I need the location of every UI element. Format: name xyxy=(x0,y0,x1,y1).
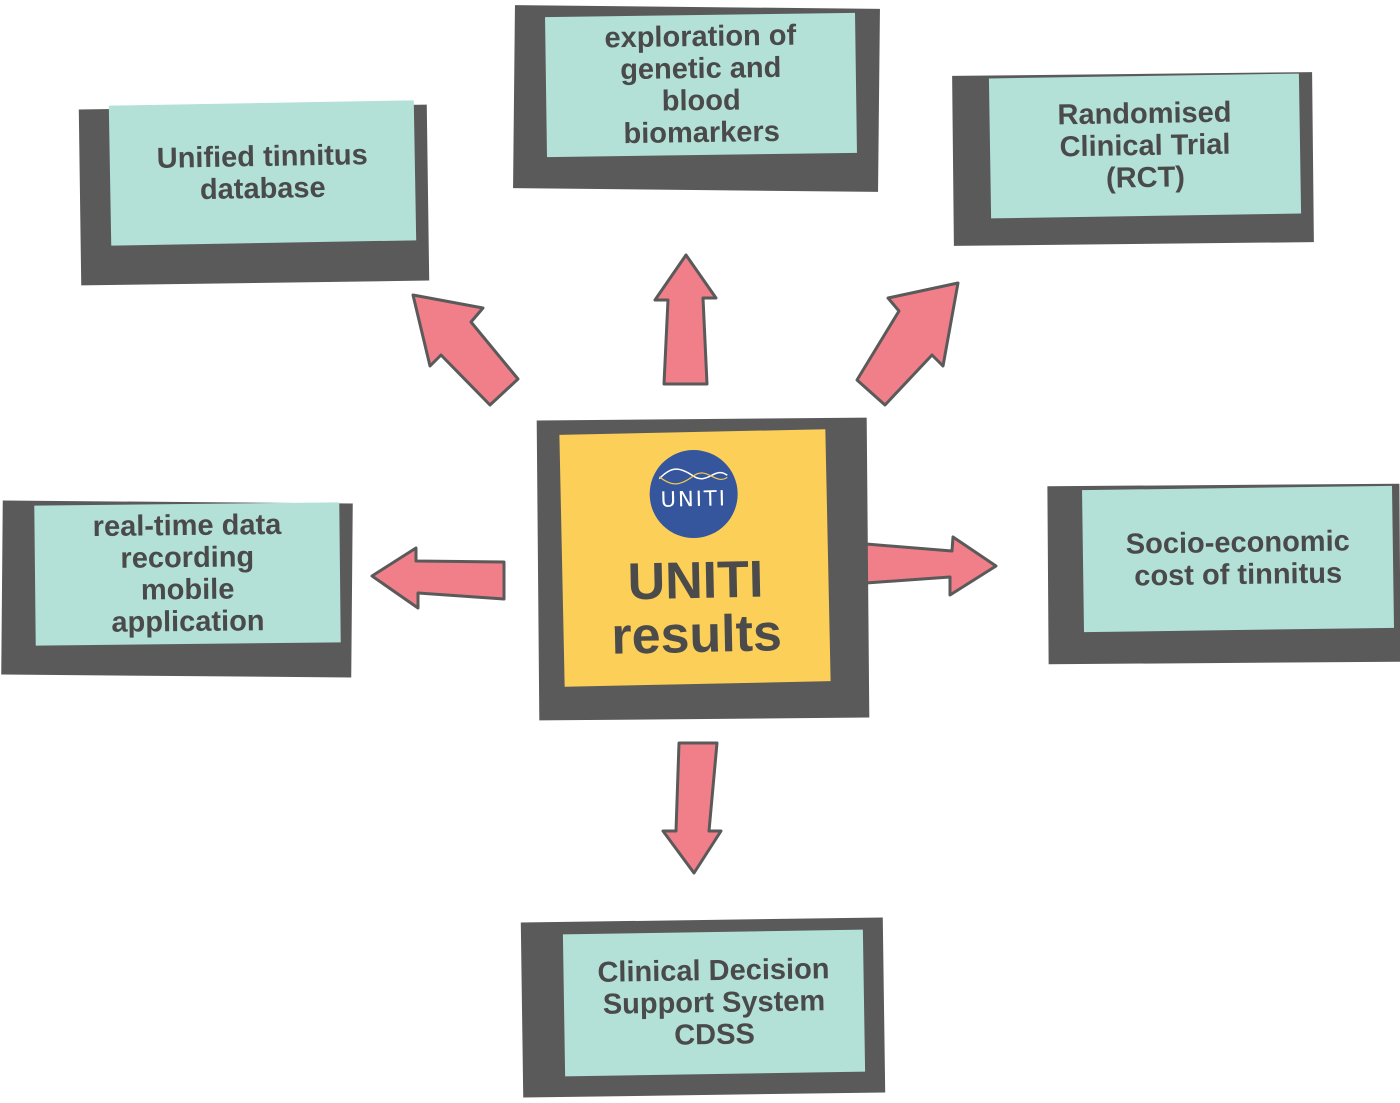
logo-wave-icon xyxy=(658,468,728,485)
logo-text: UNITI xyxy=(660,486,728,512)
uniti-logo: UNITI xyxy=(648,449,739,539)
node-database-label: Unified tinnitus database xyxy=(108,100,417,246)
arrow-to-socio-economic xyxy=(864,535,998,597)
center-node: UNITI UNITI results xyxy=(530,415,870,721)
node-biomarkers: exploration of genetic and blood biomark… xyxy=(510,5,880,195)
center-title: UNITI results xyxy=(610,550,783,666)
arrow-to-mobile-app xyxy=(370,546,506,610)
node-biomarkers-label: exploration of genetic and blood biomark… xyxy=(545,12,857,158)
node-cdss-label: Clinical Decision Support System CDSS xyxy=(562,929,866,1077)
node-cdss: Clinical Decision Support System CDSS xyxy=(520,912,886,1102)
arrow-to-rct xyxy=(855,281,960,407)
node-socio-economic: Socio-economic cost of tinnitus xyxy=(1045,475,1400,665)
node-socio-economic-label: Socio-economic cost of tinnitus xyxy=(1082,485,1394,633)
node-database: Unified tinnitus database xyxy=(70,95,430,286)
node-mobile-app-label: real-time data recording mobile applicat… xyxy=(34,502,341,646)
arrow-to-database xyxy=(411,293,520,407)
node-rct-label: Randomised Clinical Trial (RCT) xyxy=(988,73,1302,219)
node-mobile-app: real-time data recording mobile applicat… xyxy=(0,488,360,678)
center-face: UNITI UNITI results xyxy=(559,429,831,687)
arrow-to-cdss xyxy=(661,741,723,875)
arrow-to-biomarkers xyxy=(653,253,718,386)
node-rct: Randomised Clinical Trial (RCT) xyxy=(950,68,1320,248)
